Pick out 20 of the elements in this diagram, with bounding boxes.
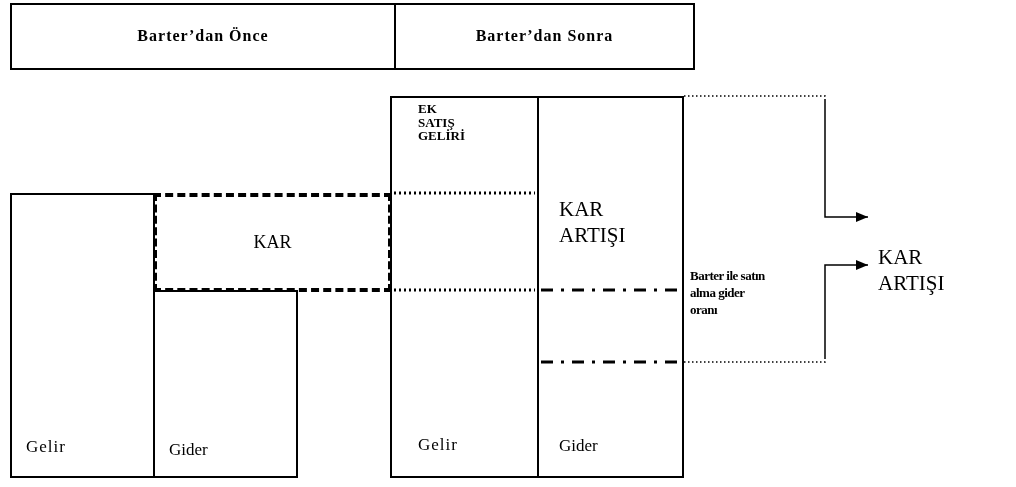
- node-text: Barter’dan Sonra: [474, 27, 615, 46]
- node-text: KAR: [252, 232, 293, 253]
- bar-box: [390, 96, 539, 478]
- note-text: Barter ile satın alma gider oranı: [690, 268, 766, 319]
- node-text: Barter’dan Önce: [136, 27, 270, 46]
- header-cell: [10, 3, 396, 70]
- bar-box: [153, 290, 298, 478]
- node-text: Gelir: [418, 435, 459, 455]
- header-cell: [394, 3, 695, 70]
- arrow: [683, 95, 869, 222]
- node-text: Gider: [559, 436, 599, 456]
- node-text: Gider: [169, 440, 209, 460]
- bar-box: [10, 193, 155, 478]
- node-text: EK SATIŞ GELİRİ: [418, 102, 466, 143]
- bar-box: [537, 96, 684, 478]
- profit-box: [153, 193, 392, 292]
- node-text: KAR ARTIŞI: [559, 196, 627, 249]
- node-text: Gelir: [26, 437, 67, 457]
- arrow: [683, 260, 869, 363]
- node-text: KAR ARTIŞI: [878, 244, 946, 297]
